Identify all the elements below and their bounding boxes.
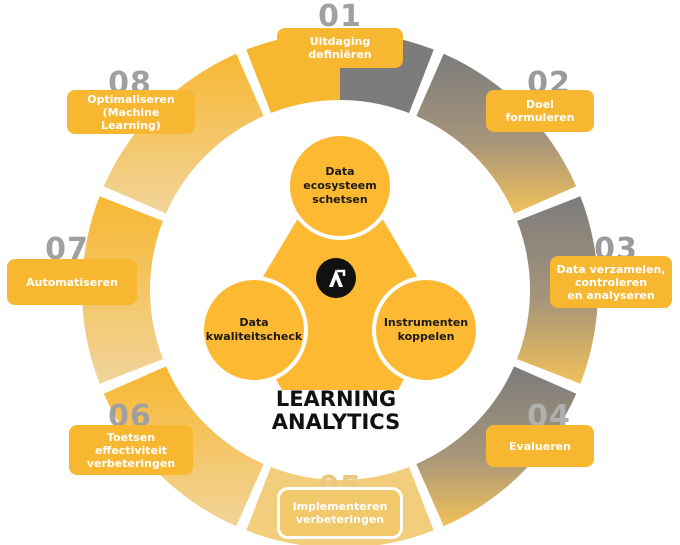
- n-arrow-logo-icon: [316, 258, 356, 298]
- ring-segment-02: [416, 53, 577, 214]
- step-box-05: Implementeren verbeteringen: [280, 490, 400, 536]
- step-box-01: Uitdaging definiëren: [277, 28, 403, 68]
- step-box-02: Doel formuleren: [486, 90, 594, 132]
- step-number-01: 01: [318, 0, 362, 34]
- step-box-07: Automatiseren: [7, 259, 137, 305]
- step-box-06: Toetsen effectiviteit verbeteringen: [69, 425, 193, 475]
- step-box-08: Optimaliseren (Machine Learning): [67, 90, 195, 134]
- circle-data-ecosysteem: Data ecosysteem schetsen: [290, 136, 390, 236]
- circle-data-kwaliteitscheck: Data kwaliteitscheck: [204, 280, 304, 380]
- diagram-title: LEARNING ANALYTICS: [271, 387, 401, 434]
- step-box-04: Evalueren: [486, 425, 594, 467]
- step-box-03: Data verzamelen, controleren en analyser…: [550, 256, 672, 308]
- circle-instrumenten-koppelen: Instrumenten koppelen: [376, 280, 476, 380]
